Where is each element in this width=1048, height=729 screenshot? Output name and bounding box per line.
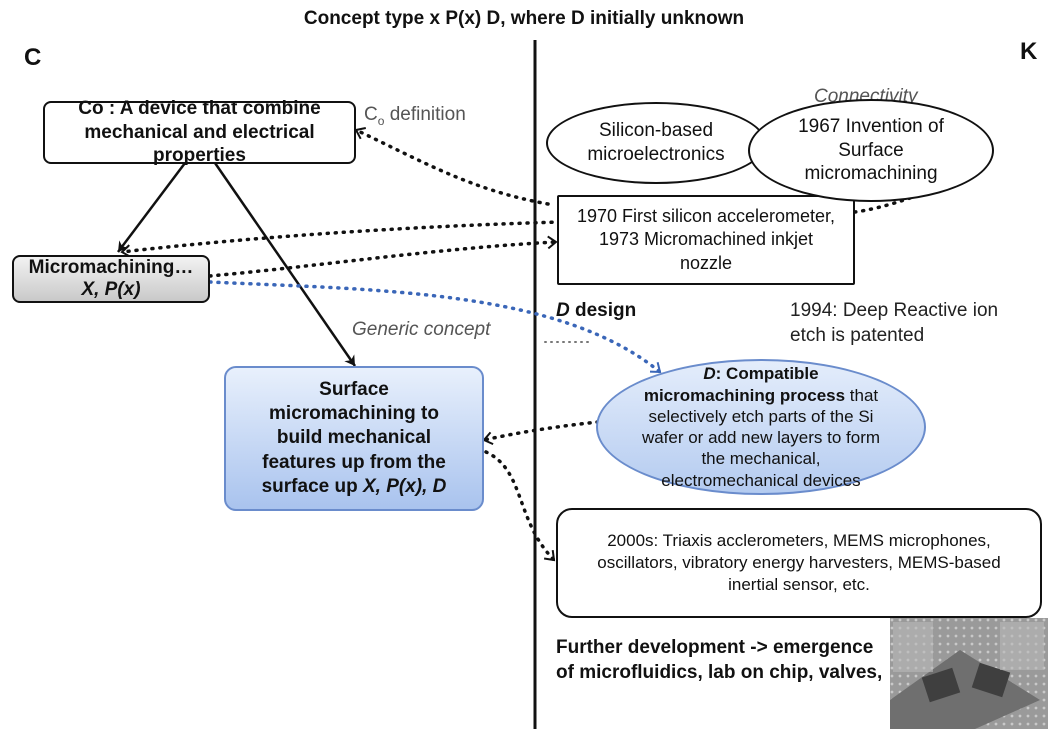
k-space-label: K bbox=[1020, 38, 1038, 65]
knowledge-mems-text: 2000s: Triaxis acclerometers, MEMS micro… bbox=[597, 530, 1001, 595]
d-design-letter: D bbox=[556, 300, 570, 321]
link-surface-to-mems bbox=[484, 450, 556, 562]
knowledge-mems-2000s: 2000s: Triaxis acclerometers, MEMS micro… bbox=[556, 508, 1042, 618]
surface-main: Surface micromachining to build mechanic… bbox=[261, 379, 446, 497]
knowledge-silicon: Silicon-based microelectronics bbox=[546, 102, 766, 184]
edge-co-to-micromachining bbox=[117, 162, 186, 253]
d-ellipse-rest: that selectively etch parts of the Si wa… bbox=[641, 385, 881, 490]
knowledge-accelerometer-text: 1970 First silicon accelerometer, 1973 M… bbox=[576, 205, 836, 273]
co-definition-label: Co definition bbox=[364, 104, 466, 128]
link-accelerometer-to-micromachining bbox=[120, 220, 562, 258]
patent-1994-text: 1994: Deep Reactive ion etch is patented bbox=[790, 300, 999, 346]
concept-surface-micromachining: Surface micromachining to build mechanic… bbox=[224, 366, 484, 511]
link-d-to-surface bbox=[482, 420, 600, 446]
co-definition-rest: definition bbox=[384, 104, 466, 125]
link-co-definition bbox=[354, 126, 550, 206]
concept-micromachining: Micromachining… X, P(x) bbox=[12, 255, 210, 303]
knowledge-d-process: D: Compatible micromachining process tha… bbox=[596, 359, 926, 495]
concept-co-text: Co : A device that combine mechanical an… bbox=[78, 97, 321, 167]
d-ellipse-letter: D bbox=[703, 364, 716, 384]
micromachining-line1: Micromachining… bbox=[28, 257, 194, 279]
concept-co: Co : A device that combine mechanical an… bbox=[43, 98, 356, 166]
link-micromachining-to-accelerometer bbox=[208, 235, 558, 278]
generic-concept-label: Generic concept bbox=[352, 319, 491, 340]
knowledge-d-text: D: Compatible micromachining process tha… bbox=[598, 363, 924, 491]
d-ellipse-bold: : Compatible micromachining process bbox=[643, 364, 846, 405]
link-1967-to-accelerometer bbox=[853, 196, 912, 214]
knowledge-1967-invention: 1967 Invention of Surface micromachining bbox=[748, 99, 994, 202]
knowledge-1967-text: 1967 Invention of Surface micromachining bbox=[798, 115, 944, 185]
mems-chip-image bbox=[890, 618, 1048, 729]
d-design-label: D design bbox=[556, 300, 636, 322]
surface-tail: X, P(x), D bbox=[362, 475, 447, 497]
edge-co-to-surface bbox=[213, 162, 357, 367]
d-design-rest: design bbox=[569, 300, 637, 321]
c-space-label: C bbox=[24, 44, 42, 71]
diagram-title: Concept type x P(x) D, where D initially… bbox=[303, 8, 745, 29]
knowledge-accelerometer: 1970 First silicon accelerometer, 1973 M… bbox=[557, 195, 855, 285]
knowledge-silicon-text: Silicon-based microelectronics bbox=[587, 120, 725, 165]
further-development-text: Further development -> emergence of micr… bbox=[556, 637, 883, 683]
surface-text: Surface micromachining to build mechanic… bbox=[244, 378, 464, 499]
micromachining-line2: X, P(x) bbox=[81, 279, 141, 300]
co-definition-c: C bbox=[364, 104, 378, 125]
co-definition-sub: o bbox=[377, 113, 385, 128]
